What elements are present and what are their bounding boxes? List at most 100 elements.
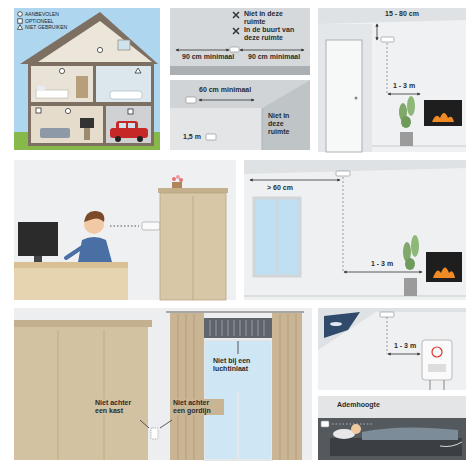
door-wall-panel-part [326,40,362,152]
house-panel-part [110,91,142,99]
house-panel-part [76,76,88,98]
window-wall-panel-part [254,198,300,276]
house-panel-part [28,62,154,146]
corner-panel-part [199,100,254,101]
placement-note: Niet in deze ruimte [267,112,305,136]
house-panel-part [36,90,68,98]
legend-item: NIET GEBRUIKEN [17,24,67,31]
window-wall-panel-part [336,171,350,176]
bedroom-panel-part [332,424,372,425]
bedroom-panel-part [351,424,361,434]
office-panel-part [14,268,128,300]
curtain-panel-part [14,320,152,327]
house-panel-part [65,108,70,113]
bedroom-panel-part [321,421,329,427]
ceiling-panel-part [170,8,310,75]
curtain-panel-part [14,327,148,460]
skylight-panel-part [428,364,446,372]
door-wall-panel-part [401,116,411,128]
house-panel-part [106,106,151,143]
curtain-panel-part [104,330,105,460]
dimension-label: 1 - 3 m [370,260,394,268]
window-wall-panel-part [433,268,455,279]
door-wall-panel [318,8,466,152]
window-wall-panel-part [343,177,344,272]
window-wall-panel-part [426,252,462,282]
house-panel-part [31,66,93,102]
window-wall-panel-part [244,160,466,174]
placement-note: Niet achter een gordijn [172,399,224,415]
bedroom-panel-part [330,438,462,456]
placement-note: Niet achter een kast [94,399,142,415]
ceiling-panel-part [230,47,239,52]
curtain-panel-part [238,341,239,354]
bedroom-panel [318,396,466,460]
window-wall-panel-part [411,235,419,257]
house-panel-part [115,136,121,142]
curtain-panel-part [272,313,302,460]
door-wall-panel-part [432,113,454,122]
house-panel-part [40,128,70,138]
skylight-panel [318,308,466,390]
office-panel-part [66,246,84,258]
window-wall-panel-part [244,296,466,297]
curtain-panel [14,308,312,460]
bedroom-panel-part [362,427,458,440]
door-wall-panel-part [318,24,372,152]
office-panel-part [78,237,112,262]
door-wall-panel-part [381,37,394,42]
corner-panel-part [206,134,216,140]
skylight-panel-part [432,347,442,357]
corner-panel [170,80,310,150]
door-wall-panel-part [387,43,388,94]
corner-panel-part [262,108,263,150]
door-wall-panel-part [377,24,378,40]
dimension-label: 15 - 80 cm [384,10,420,18]
dimension-label: 1 - 3 m [392,82,416,90]
window-wall-panel-part [404,278,417,296]
house-panel-part [31,106,103,143]
house-panel-part [14,8,160,150]
curtain-panel-part [166,311,304,313]
skylight-panel-part [422,340,452,380]
house-panel [14,8,160,150]
legend-swatch [17,24,23,30]
door-wall-panel-part [372,146,466,147]
office-panel-part [176,175,180,179]
curtain-panel-part [178,314,194,460]
office-panel-part [193,196,194,300]
legend-item: AANBEVOLEN [17,11,67,18]
ceiling-panel-part [233,28,239,34]
skylight-panel-part [380,312,394,317]
house-panel-part [84,128,90,140]
office-panel-part [172,182,182,188]
legend-text: NIET GEBRUIKEN [25,24,67,30]
house-panel-part [118,40,130,50]
triangle-symbol [17,25,22,30]
ceiling-panel-part [170,66,310,75]
door-wall-panel-part [318,8,466,152]
curtain-panel-part [280,314,296,460]
door-wall-panel-part [355,97,358,100]
square-symbol [18,19,22,23]
house-panel-part [36,108,41,113]
curtain-panel-part [160,420,172,428]
house-panel-part [128,109,133,114]
placement-note: Ademhoogte [336,401,381,409]
office-panel-part [110,226,139,227]
legend-text: OPTIONEEL [25,18,54,24]
legend-swatch [17,11,23,17]
placement-note: Niet bij een luchtinlaat [212,357,268,373]
skylight-panel-part [388,354,420,355]
ceiling-panel-part [233,12,239,18]
window-wall-panel-part [344,272,422,273]
skylight-panel-part [324,312,360,338]
window-wall-panel-part [276,198,278,276]
house-panel-part [97,47,102,52]
curtain-panel-part [14,308,312,460]
office-panel [14,160,236,300]
office-panel-part [84,211,104,222]
dimension-label: 90 cm minimaal [247,53,301,61]
placement-note: In de buurt van deze ruimte [243,26,307,42]
circle-symbol [18,12,23,17]
